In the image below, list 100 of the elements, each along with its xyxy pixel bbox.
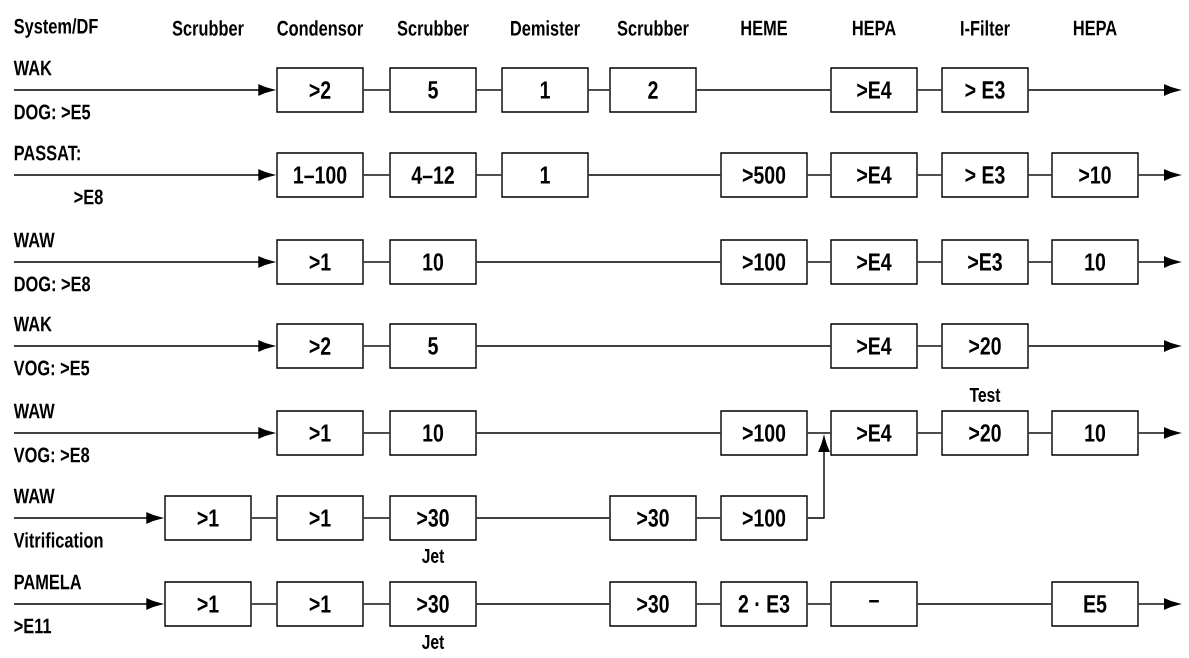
column-header: Scrubber	[617, 20, 689, 36]
value-box: >E4	[830, 239, 918, 285]
connector-line	[917, 89, 942, 91]
value-box: >1	[276, 410, 364, 456]
connector-line	[807, 174, 831, 176]
arrow	[807, 436, 830, 519]
value-box: > E3	[941, 152, 1029, 198]
value-box: >100	[720, 410, 808, 456]
value-box: >30	[609, 581, 697, 627]
connector-line	[476, 345, 831, 347]
row-label: WAK	[13, 316, 52, 332]
column-header: I-Filter	[961, 20, 1010, 36]
connector-line	[251, 517, 277, 519]
value-box: >20	[941, 410, 1029, 456]
value-box: >E3	[941, 239, 1029, 285]
value-box: >1	[164, 581, 252, 627]
connector-line	[476, 432, 721, 434]
value-box: 5	[389, 323, 477, 369]
connector-line	[807, 603, 831, 605]
arrow	[13, 340, 274, 352]
value-box: 10	[1051, 239, 1139, 285]
value-box: 4–12	[389, 152, 477, 198]
connector-line	[476, 517, 610, 519]
row-label: Vitrification	[13, 532, 103, 548]
value-box: >30	[389, 581, 477, 627]
value-box: 10	[389, 239, 477, 285]
row-label: >E8	[74, 189, 103, 205]
value-box: >500	[720, 152, 808, 198]
value-box: > E3	[941, 67, 1029, 113]
value-box: >30	[609, 495, 697, 541]
value-box: E5	[1051, 581, 1139, 627]
connector-line	[1028, 432, 1052, 434]
note-text: Test	[969, 388, 1001, 402]
arrow	[1028, 84, 1180, 96]
value-box: 2 · E3	[720, 581, 808, 627]
value-box: >2	[276, 67, 364, 113]
column-header: Scrubber	[172, 20, 244, 36]
connector-line	[363, 603, 390, 605]
value-box: >2	[276, 323, 364, 369]
row-label: WAW	[13, 232, 55, 248]
connector-line	[1028, 261, 1052, 263]
connector-line	[476, 261, 721, 263]
connector-line	[588, 174, 721, 176]
value-box: 10	[1051, 410, 1139, 456]
value-box: 1–100	[276, 152, 364, 198]
arrow	[1138, 256, 1180, 268]
value-box: >10	[1051, 152, 1139, 198]
connector-line	[363, 89, 390, 91]
row-label: >E11	[14, 618, 52, 634]
connector-line	[1028, 174, 1052, 176]
value-box: >20	[941, 323, 1029, 369]
connector-line	[917, 432, 942, 434]
value-box: –	[830, 581, 918, 627]
row-label: VOG: >E8	[13, 447, 90, 463]
connector-line	[917, 603, 1052, 605]
row-label: WAW	[13, 488, 55, 504]
row-label: WAK	[13, 60, 52, 76]
arrow	[1138, 169, 1180, 181]
column-header: System/DF	[14, 18, 98, 38]
arrow	[13, 84, 274, 96]
connector-line	[251, 603, 277, 605]
connector-line	[363, 261, 390, 263]
note-text: Jet	[421, 549, 445, 563]
value-box: >30	[389, 495, 477, 541]
value-box: >E4	[830, 67, 918, 113]
value-box: >1	[276, 581, 364, 627]
value-box: 1	[501, 152, 589, 198]
connector-line	[807, 432, 831, 434]
connector-line	[476, 603, 610, 605]
value-box: >1	[276, 495, 364, 541]
value-box: >1	[164, 495, 252, 541]
connector-line	[696, 89, 831, 91]
row-label: PASSAT:	[14, 145, 80, 161]
value-box: >E4	[830, 152, 918, 198]
row-label: DOG: >E8	[14, 276, 91, 292]
note-text: Jet	[421, 635, 445, 649]
value-box: >1	[276, 239, 364, 285]
row-label: WAW	[13, 403, 55, 419]
connector-line	[363, 345, 390, 347]
value-box: 2	[609, 67, 697, 113]
row-label: VOG: >E5	[13, 360, 90, 376]
value-box: >100	[720, 239, 808, 285]
connector-line	[696, 603, 721, 605]
connector-line	[476, 89, 502, 91]
row-label: DOG: >E5	[14, 104, 91, 120]
connector-line	[363, 174, 390, 176]
connector-line	[476, 174, 502, 176]
column-header: HEME	[741, 20, 788, 36]
arrow	[1138, 598, 1180, 610]
column-header: Demister	[511, 20, 580, 36]
connector-line	[917, 345, 942, 347]
connector-line	[917, 261, 942, 263]
row-label: PAMELA	[14, 574, 82, 590]
column-header: HEPA	[1073, 20, 1117, 36]
arrow	[1138, 427, 1180, 439]
value-box: >E4	[830, 410, 918, 456]
connector-line	[696, 517, 721, 519]
connector-line	[363, 432, 390, 434]
arrow	[13, 598, 162, 610]
column-header: HEPA	[852, 20, 896, 36]
